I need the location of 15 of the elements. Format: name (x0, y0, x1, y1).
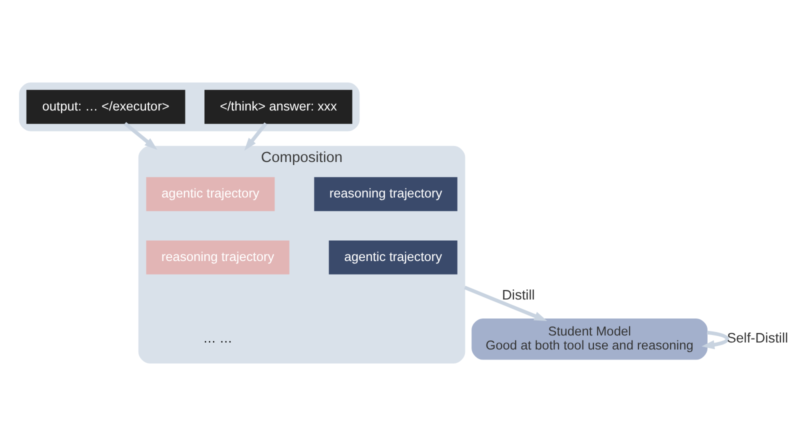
edge-label: Self-Distill (726, 330, 788, 345)
cluster (19, 82, 360, 131)
label: … … (203, 330, 232, 346)
arrow (124, 122, 158, 150)
edge-label: Distill (502, 287, 535, 302)
node-box: Student Model Good at both tool use and reasoning (472, 318, 708, 360)
node-box: agentic trajectory (146, 176, 275, 211)
node-box: agentic trajectory (328, 240, 458, 274)
node-box: reasoning trajectory (146, 240, 290, 274)
node-box: reasoning trajectory (314, 176, 458, 211)
arrow (702, 330, 730, 349)
node-box: output: … </executor> (26, 89, 186, 124)
node-box: </think> answer: xxx (204, 89, 352, 124)
arrow (464, 285, 548, 320)
arrow (244, 122, 268, 150)
